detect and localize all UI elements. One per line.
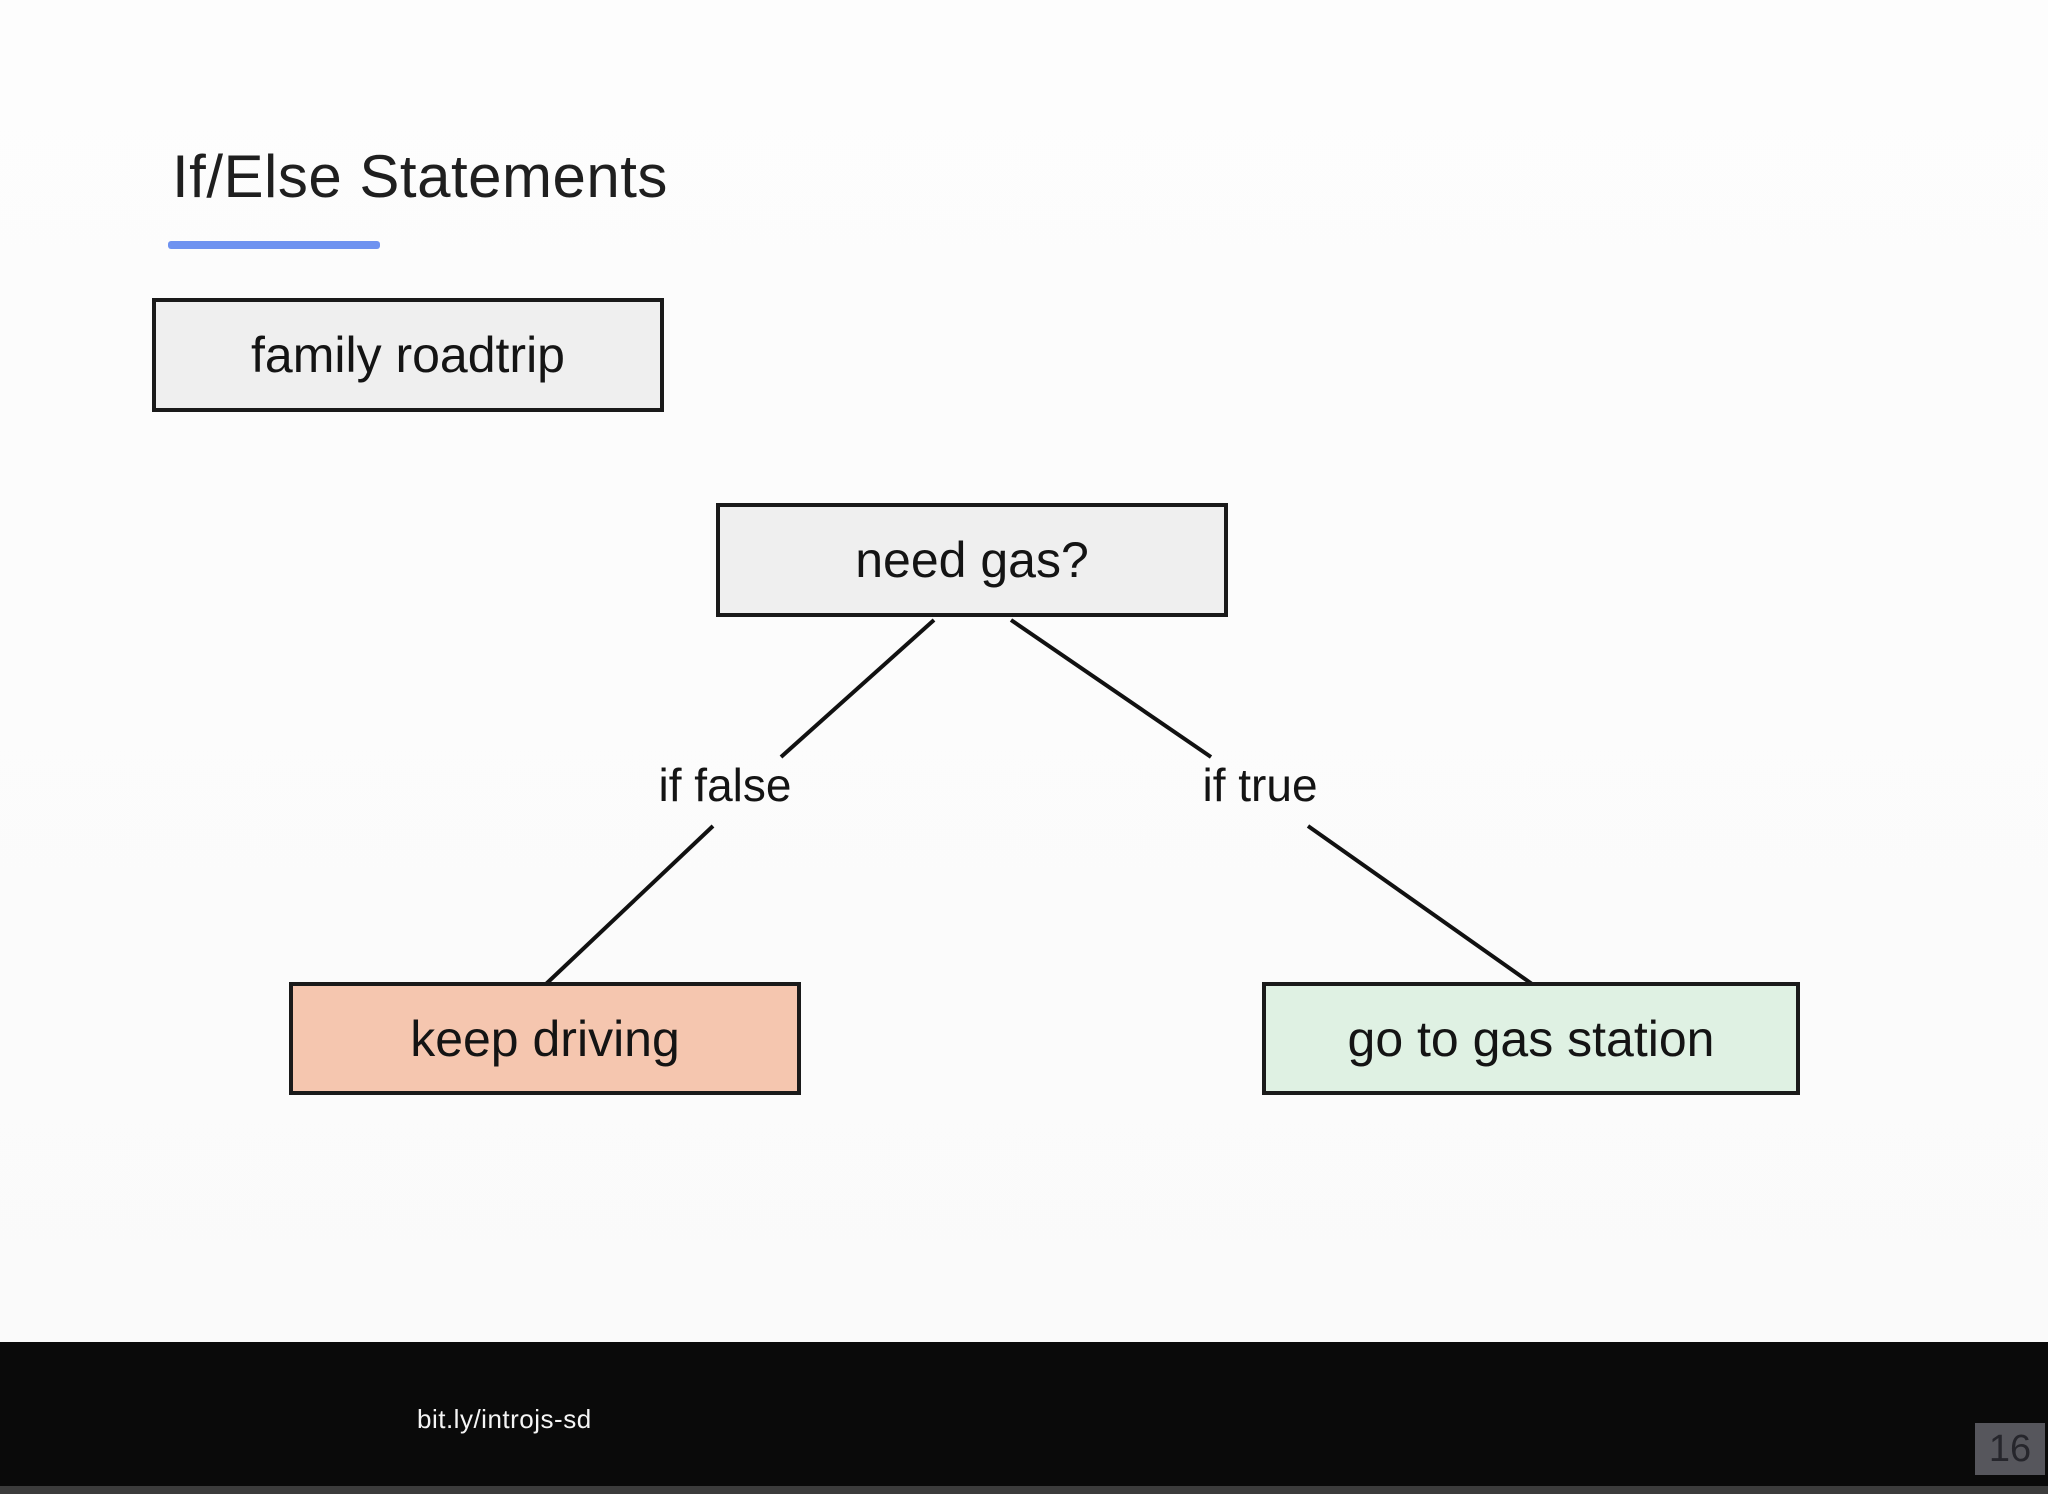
footer-link: bit.ly/introjs-sd <box>417 1404 592 1434</box>
node-label-need-gas: need gas? <box>855 532 1089 588</box>
node-label-keep-driving: keep driving <box>410 1010 680 1067</box>
node-label-family-roadtrip: family roadtrip <box>251 327 565 383</box>
flowchart-node-family-roadtrip: family roadtrip <box>152 298 664 412</box>
edge-line-false-lower <box>544 824 715 986</box>
page-number-badge: 16 <box>1975 1423 2045 1475</box>
edge-label-if-false: if false <box>658 759 792 811</box>
page-number: 16 <box>1988 1427 2032 1470</box>
page-title: If/Else Statements <box>172 143 668 210</box>
edge-line-false-upper <box>779 618 936 759</box>
edge-label-if-true: if true <box>1202 759 1318 811</box>
edge-line-true-upper <box>1009 618 1213 759</box>
title-accent-underline <box>168 241 380 249</box>
flowchart-node-go-to-gas-station: go to gas station <box>1262 982 1800 1095</box>
edge-line-true-lower <box>1306 824 1534 986</box>
bottom-edge-strip <box>0 1486 2048 1494</box>
node-label-go-to-gas-station: go to gas station <box>1347 1010 1715 1067</box>
footer-bar <box>0 1342 2048 1494</box>
flowchart-node-keep-driving: keep driving <box>289 982 801 1095</box>
flowchart-node-need-gas: need gas? <box>716 503 1228 617</box>
